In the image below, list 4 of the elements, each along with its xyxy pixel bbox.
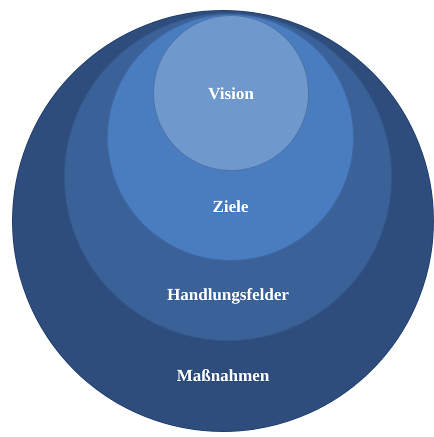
circle-label: Maßnahmen	[176, 366, 270, 386]
circle-label: Vision	[207, 84, 255, 104]
circle-label: Handlungsfelder	[166, 285, 290, 305]
circle-label: Ziele	[212, 197, 250, 217]
